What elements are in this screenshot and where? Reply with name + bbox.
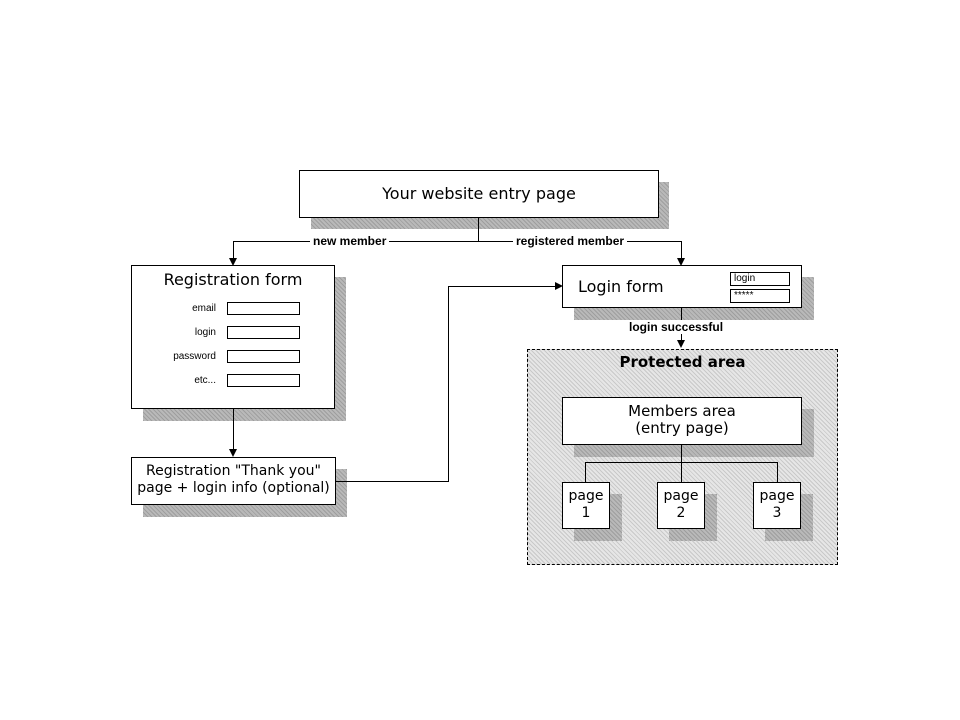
members-line2: (entry page)	[635, 419, 729, 437]
login-success-arrow	[677, 340, 685, 348]
login-input: login	[730, 272, 790, 286]
members-stem-line	[681, 445, 682, 463]
members-line1: Members area	[628, 402, 736, 420]
password-label: password	[173, 351, 216, 362]
thankyou-up-line	[448, 286, 449, 482]
login-form-title: Login form	[578, 277, 664, 296]
email-field	[227, 302, 300, 315]
login-successful-label: login successful	[626, 320, 727, 334]
page3-drop-line	[777, 462, 778, 482]
page-2-line2: 2	[676, 505, 686, 521]
registered-drop-line	[681, 241, 682, 260]
new-member-arrow	[229, 258, 237, 266]
page-3-line1: page	[759, 488, 795, 504]
registered-arrow	[677, 258, 685, 266]
login-field	[227, 326, 300, 339]
to-login-arrow	[555, 282, 563, 290]
page-1-line1: page	[568, 488, 604, 504]
thankyou-line2: page + login info (optional)	[137, 480, 330, 496]
etc-field	[227, 374, 300, 387]
page-2-box: page 2	[657, 482, 705, 529]
thankyou-page-box: Registration "Thank you" page + login in…	[131, 457, 336, 505]
new-member-label: new member	[310, 234, 390, 248]
page-3-box: page 3	[753, 482, 801, 529]
entry-page-title: Your website entry page	[382, 184, 576, 203]
page-1-line2: 1	[581, 505, 591, 521]
reg-to-thankyou-arrow	[229, 449, 237, 457]
password-field	[227, 350, 300, 363]
to-login-line	[448, 286, 556, 287]
protected-area-title: Protected area	[619, 353, 746, 371]
etc-label: etc...	[194, 375, 216, 386]
members-area-box: Members area (entry page)	[562, 397, 802, 445]
login-form-box: Login form login *****	[562, 265, 802, 308]
thankyou-out-line	[336, 481, 449, 482]
entry-stem-line	[478, 218, 479, 241]
reg-to-thankyou-line	[233, 409, 234, 451]
page-1-box: page 1	[562, 482, 610, 529]
page-3-line2: 3	[772, 505, 782, 521]
registration-form-box: Registration form email login password e…	[131, 265, 335, 409]
thankyou-line1: Registration "Thank you"	[146, 463, 321, 479]
registered-member-label: registered member	[513, 234, 628, 248]
branch-line	[233, 241, 682, 242]
page2-drop-line	[681, 462, 682, 482]
email-label: email	[192, 303, 216, 314]
password-input: *****	[730, 289, 790, 303]
page-2-line1: page	[663, 488, 699, 504]
new-member-drop-line	[233, 241, 234, 260]
entry-page-box: Your website entry page	[299, 170, 659, 218]
page1-drop-line	[585, 462, 586, 482]
registration-form-title: Registration form	[163, 270, 303, 289]
login-label: login	[194, 327, 216, 338]
